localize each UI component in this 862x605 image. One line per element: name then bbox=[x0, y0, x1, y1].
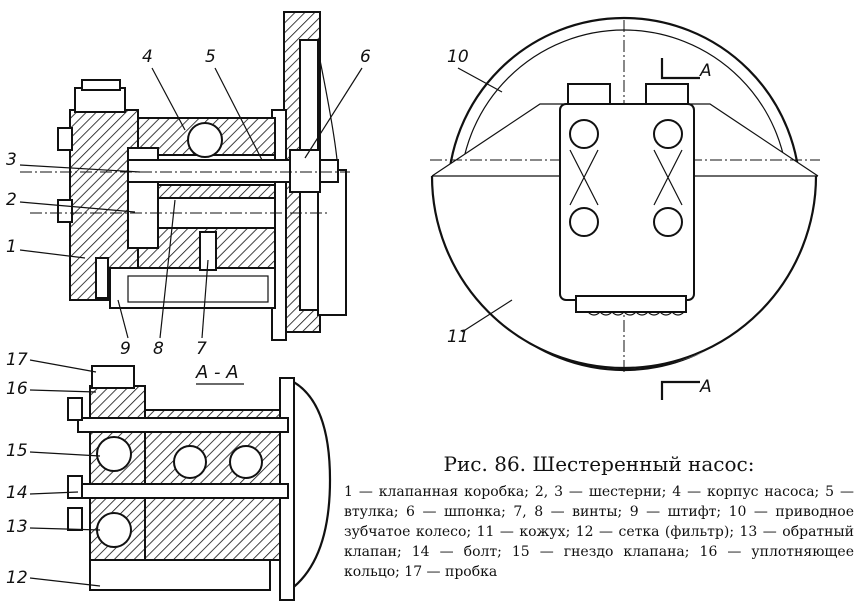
section-mark-bottom: А bbox=[699, 377, 712, 397]
label-7: 7 bbox=[196, 339, 207, 359]
front-view: А А 10 11 bbox=[430, 16, 820, 400]
section-mark-top: А bbox=[699, 61, 712, 81]
label-11: 11 bbox=[447, 327, 469, 347]
section-mark-bottom-line bbox=[660, 380, 700, 400]
label-2: 2 bbox=[6, 190, 17, 210]
label-15: 15 bbox=[6, 441, 28, 461]
label-16: 16 bbox=[6, 379, 28, 399]
label-4: 4 bbox=[142, 47, 153, 67]
label-9: 9 bbox=[120, 339, 131, 359]
label-1: 1 bbox=[6, 237, 17, 257]
caption-title: Рис. 86. Шестеренный насос: bbox=[443, 452, 755, 476]
label-14: 14 bbox=[6, 483, 28, 503]
plug bbox=[91, 365, 135, 389]
label-10: 10 bbox=[447, 47, 469, 67]
label-5: 5 bbox=[205, 47, 216, 67]
label-17: 17 bbox=[6, 350, 28, 370]
label-13: 13 bbox=[6, 517, 28, 537]
label-12: 12 bbox=[6, 568, 28, 588]
figure-caption: Рис. 86. Шестеренный насос: 1 — клапанна… bbox=[344, 452, 854, 582]
label-6: 6 bbox=[360, 47, 371, 67]
strainer bbox=[575, 295, 687, 313]
side-view-labels: 4 5 6 3 2 1 9 8 7 bbox=[6, 47, 371, 359]
caption-legend: 1 — клапанная коробка; 2, 3 — шестерни; … bbox=[344, 484, 854, 580]
label-8: 8 bbox=[153, 339, 164, 359]
section-label: А - А bbox=[195, 362, 239, 383]
label-3: 3 bbox=[6, 150, 17, 170]
section-mark-top-line bbox=[660, 58, 700, 80]
section-labels: 17 16 15 14 13 12 bbox=[6, 350, 101, 588]
side-section-view bbox=[20, 11, 350, 341]
section-a-a-view: А - А bbox=[67, 362, 332, 601]
